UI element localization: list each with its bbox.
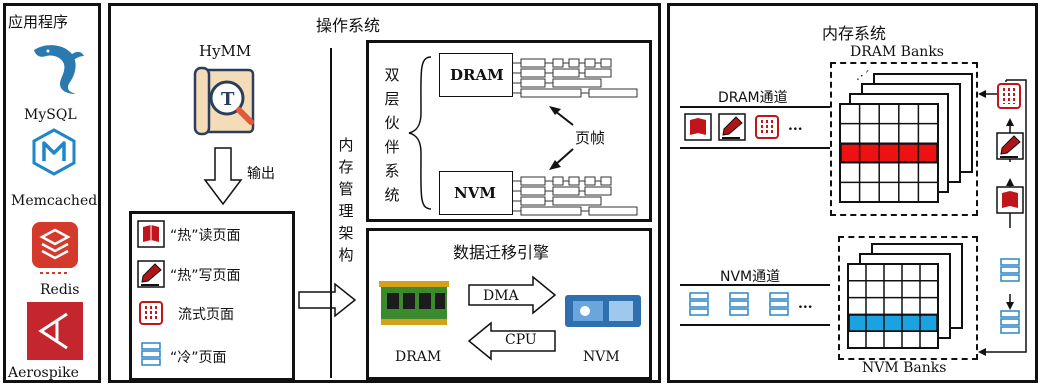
nvm-channel-cold-icon-2 <box>728 292 750 316</box>
apps-panel: 应用程序 MySQL Memcached Redis <box>3 3 101 383</box>
dram-channel-label: DRAM通道 <box>718 90 788 106</box>
legend-stream: 流式页面 <box>178 307 234 323</box>
hymm-scroll-search-icon: T <box>191 64 271 138</box>
buddy-brace <box>405 53 435 213</box>
nvm-banks-label: NVM Banks <box>862 360 947 376</box>
mem-title: 内存系统 <box>822 24 887 43</box>
dram-module-icon <box>379 281 449 331</box>
hot-read-book-icon <box>137 220 165 248</box>
dram-channel-ellipsis: ... <box>788 118 803 134</box>
os-divider <box>330 48 332 378</box>
aerospike-icon <box>27 302 83 360</box>
nvm-bank-grid <box>842 240 982 360</box>
nvm-banks-group <box>838 236 978 360</box>
os-panel: 操作系统 HyMM T 输出 “热”读页面 <box>108 3 661 383</box>
migration-pencil-icon <box>996 132 1024 160</box>
migration-cold-icon-1 <box>999 258 1021 282</box>
cold-page-icon <box>140 342 162 366</box>
nvm-channel-cold-icon-1 <box>688 292 710 316</box>
nvm-buddy-label: NVM <box>454 184 496 202</box>
migration-book-icon <box>996 186 1024 214</box>
dram-banks-group <box>830 62 978 216</box>
cpu-arrow <box>467 321 557 361</box>
engine-title: 数据迁移引擎 <box>453 243 550 262</box>
migration-stream-icon <box>996 82 1022 110</box>
nvm-channel-cold-icon-3 <box>768 292 790 316</box>
app-label-mysql: MySQL <box>24 107 77 123</box>
hot-write-pencil-icon <box>137 260 165 288</box>
legend-cold: “冷”页面 <box>170 350 227 366</box>
engine-dram-label: DRAM <box>395 349 442 365</box>
memcached-icon <box>30 127 78 177</box>
dram-buddy-label: DRAM <box>450 66 504 84</box>
apps-title: 应用程序 <box>8 13 69 31</box>
nvm-channel-bottom-line <box>680 324 830 326</box>
nvm-channel-ellipsis: ... <box>798 296 813 312</box>
stream-page-icon <box>138 300 164 326</box>
nvm-channel-label: NVM通道 <box>720 269 781 285</box>
dram-bank-grid: .·´ <box>838 66 978 206</box>
dram-banks-label: DRAM Banks <box>850 44 944 60</box>
dma-arrow <box>467 275 557 315</box>
buddy-system-box: 双层伙伴系统 DRAM NVM <box>366 40 652 222</box>
legend-hot-write: “热”写页面 <box>170 268 241 284</box>
page-type-legend: “热”读页面 “热”写页面 流式页面 <box>129 211 295 381</box>
nvm-buddy-node: NVM <box>439 171 513 215</box>
page-frame-arrows <box>539 103 619 173</box>
engine-nvm-label: NVM <box>583 349 620 365</box>
redis-icon <box>30 220 80 276</box>
svg-text:.·´: .·´ <box>856 69 870 83</box>
dram-channel-pencil-icon <box>718 113 746 141</box>
mysql-dolphin-icon <box>26 38 86 96</box>
svg-text:T: T <box>221 89 235 110</box>
app-label-aerospike: Aerospike <box>8 365 79 381</box>
dram-frame-tree <box>513 51 643 101</box>
cpu-label: CPU <box>505 332 537 348</box>
nvm-channel-top-line <box>680 284 830 286</box>
app-label-memcached: Memcached <box>11 193 98 209</box>
dram-channel-bottom-line <box>680 147 830 149</box>
buddy-system-label: 双层伙伴系统 <box>384 66 400 204</box>
os-title: 操作系统 <box>316 16 381 35</box>
app-label-redis: Redis <box>40 282 80 298</box>
dram-channel-stream-icon <box>754 114 780 140</box>
migration-engine-box: 数据迁移引擎 DRAM DMA CPU <box>366 228 652 380</box>
dram-channel-top-line <box>680 106 830 108</box>
mm-arch-label: 内存管理架构 <box>338 136 354 264</box>
memory-panel: 内存系统 DRAM Banks NVM Banks DRAM通道 ... NVM… <box>667 3 1038 383</box>
nvm-module-icon <box>565 291 641 331</box>
page-frame-label: 页帧 <box>575 129 606 147</box>
output-label: 输出 <box>247 166 275 182</box>
dma-label: DMA <box>483 288 519 304</box>
nvm-frame-tree <box>513 169 643 219</box>
to-engine-arrow-icon <box>297 282 357 318</box>
migration-cold-icon-2 <box>999 310 1021 334</box>
dram-channel-book-icon <box>684 113 712 141</box>
legend-hot-read: “热”读页面 <box>170 228 241 244</box>
output-arrow-icon <box>203 146 243 206</box>
dram-buddy-node: DRAM <box>439 53 513 97</box>
hymm-label: HyMM <box>199 42 252 60</box>
